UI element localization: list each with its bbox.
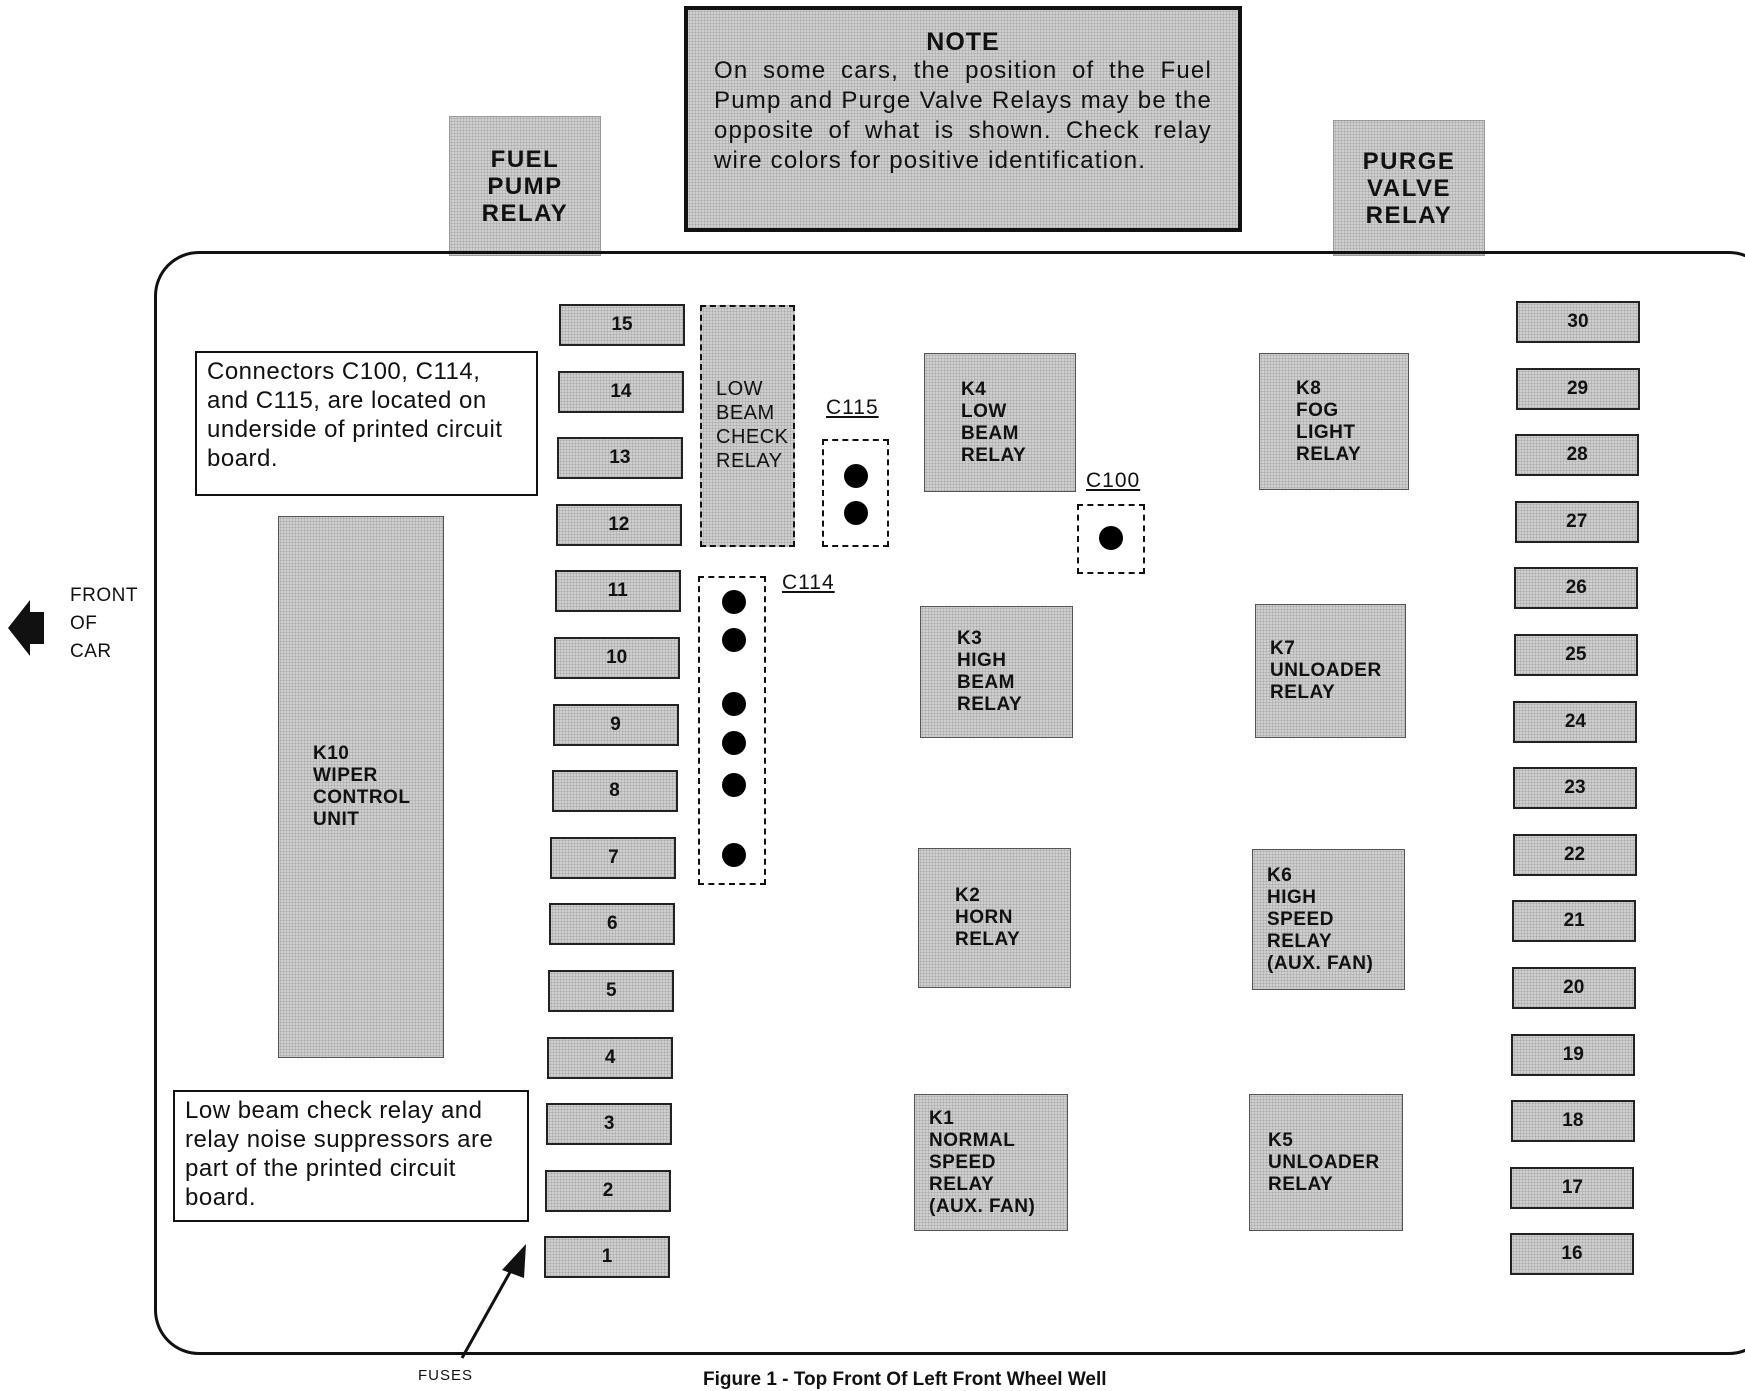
fuse-19: 19: [1511, 1033, 1636, 1076]
c114-pin: [722, 731, 746, 755]
fuse-2: 2: [545, 1169, 672, 1212]
c115-pin: [844, 501, 868, 525]
fuse-17: 17: [1510, 1166, 1635, 1209]
fuse-16: 16: [1510, 1233, 1634, 1276]
figure-caption: Figure 1 - Top Front Of Left Front Wheel…: [703, 1369, 1107, 1390]
fuse-23: 23: [1513, 767, 1637, 810]
fuse-27: 27: [1514, 500, 1639, 543]
c114-connector: [698, 576, 766, 885]
front-of-car-label: FRONT OF CAR: [70, 585, 138, 662]
low-beam-check-relay: LOW BEAM CHECK RELAY: [700, 305, 795, 547]
fuse-7: 7: [550, 836, 677, 879]
c115-label: C115: [826, 396, 879, 419]
fuse-12: 12: [555, 503, 682, 546]
c100-pin: [1099, 526, 1123, 550]
k8-fog-light-relay: K8 FOG LIGHT RELAY: [1259, 353, 1409, 490]
fuse-22: 22: [1512, 833, 1637, 876]
c114-pin: [722, 590, 746, 614]
fuse-30: 30: [1516, 301, 1640, 343]
fuse-18: 18: [1510, 1100, 1635, 1143]
c114-pin: [722, 843, 746, 867]
purge-valve-relay: PURGE VALVE RELAY: [1333, 120, 1485, 256]
c114-pin: [722, 773, 746, 797]
k5-unloader-relay: K5 UNLOADER RELAY: [1249, 1094, 1403, 1231]
low-beam-note: Low beam check relay and relay noise sup…: [173, 1090, 529, 1222]
fuse-15: 15: [559, 304, 685, 346]
fuse-29: 29: [1515, 367, 1640, 410]
fuses-label: FUSES: [418, 1367, 474, 1384]
fuse-13: 13: [556, 437, 683, 480]
c114-pin: [722, 692, 746, 716]
fuse-26: 26: [1514, 567, 1639, 610]
fuse-28: 28: [1515, 434, 1640, 477]
fuse-1: 1: [544, 1236, 670, 1279]
fuse-24: 24: [1513, 700, 1638, 743]
note-title: NOTE: [926, 28, 1000, 56]
fuse-14: 14: [557, 370, 684, 413]
fuse-6: 6: [549, 903, 676, 946]
k6-high-speed-relay: K6 HIGH SPEED RELAY (AUX. FAN): [1252, 849, 1405, 990]
fuse-20: 20: [1511, 967, 1636, 1009]
connectors-note: Connectors C100, C114, and C115, are loc…: [195, 351, 538, 496]
k4-low-beam-relay: K4 LOW BEAM RELAY: [924, 353, 1076, 492]
c114-pin: [722, 628, 746, 652]
c100-label: C100: [1086, 469, 1141, 492]
fuel-pump-relay: FUEL PUMP RELAY: [449, 116, 601, 256]
fuse-4: 4: [547, 1036, 674, 1079]
fuse-11: 11: [554, 570, 681, 613]
k2-horn-relay: K2 HORN RELAY: [918, 848, 1071, 988]
fuse-21: 21: [1512, 900, 1637, 943]
note-text: On some cars, the position of the Fuel P…: [714, 57, 1212, 174]
fuse-3: 3: [546, 1103, 673, 1146]
circuit-board-outline: [154, 251, 1745, 1355]
front-arrow-icon: [8, 600, 44, 656]
note-box: NOTE On some cars, the position of the F…: [684, 6, 1242, 232]
fuse-8: 8: [551, 770, 678, 813]
c114-label: C114: [782, 571, 835, 594]
k3-high-beam-relay: K3 HIGH BEAM RELAY: [920, 606, 1073, 738]
k10-wiper-control-unit: K10 WIPER CONTROL UNIT: [278, 516, 444, 1058]
low-beam-check-relay-label: LOW BEAM CHECK RELAY: [716, 378, 789, 472]
k1-normal-speed-relay: K1 NORMAL SPEED RELAY (AUX. FAN): [914, 1094, 1068, 1231]
fuse-5: 5: [548, 970, 675, 1012]
fuse-25: 25: [1513, 634, 1638, 676]
c115-pin: [844, 464, 868, 488]
c100-connector: [1077, 504, 1145, 574]
fuses-pointer-arrow-icon: [460, 1244, 526, 1359]
fuse-10: 10: [553, 637, 680, 679]
c115-connector: [822, 439, 889, 547]
fuse-9: 9: [552, 703, 679, 746]
k7-unloader-relay: K7 UNLOADER RELAY: [1255, 604, 1406, 738]
